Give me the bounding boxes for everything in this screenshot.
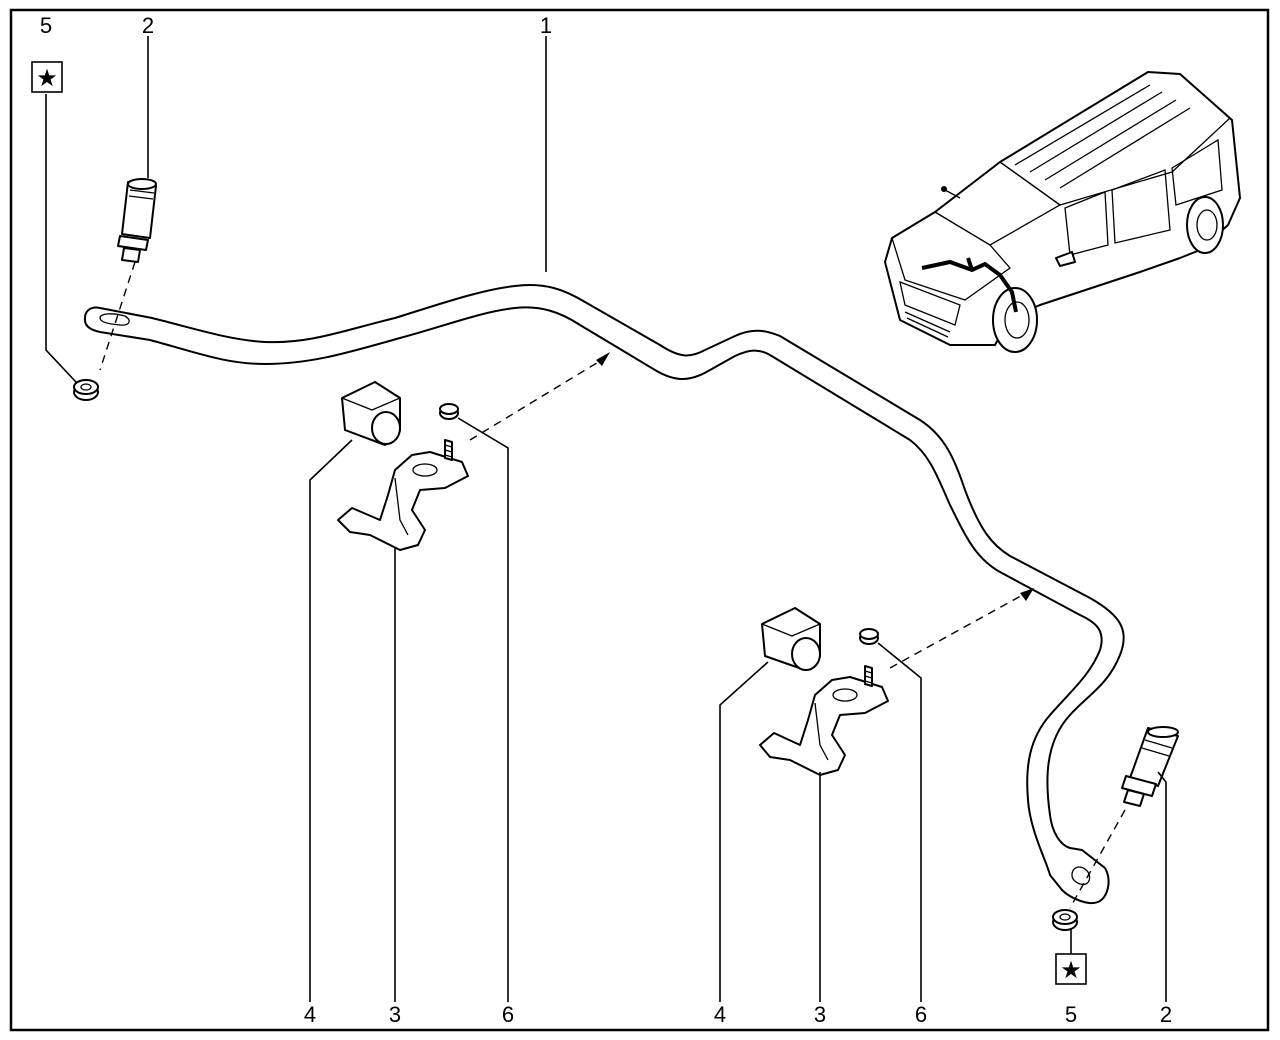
car-rear-window <box>1111 169 1171 244</box>
diagram-frame <box>9 8 1270 1032</box>
nut-right <box>1052 909 1078 931</box>
clamp-right <box>759 676 889 776</box>
car-stabilizer-highlight <box>921 259 1018 313</box>
link-rod-right-collar <box>1121 775 1157 797</box>
link-rod-left-stud <box>121 247 141 263</box>
car-side-window <box>1171 138 1223 206</box>
car-front-wheel <box>992 287 1038 353</box>
callout-4-left: 4 <box>304 1002 316 1027</box>
assembly-line-right-link <box>1069 809 1126 909</box>
bolt-left <box>439 403 459 461</box>
clamp-left <box>337 451 469 551</box>
callout-1: 1 <box>540 13 552 38</box>
callout-6-left: 6 <box>502 1002 514 1027</box>
car-hood <box>891 211 1011 301</box>
bolt-right <box>859 628 879 687</box>
anti-roll-bar <box>83 284 1125 904</box>
callout-5-left: 5 <box>40 13 52 38</box>
assembly-line-right-clamp <box>889 591 1029 669</box>
leader-5-left <box>45 94 77 383</box>
callout-3-right: 3 <box>814 1002 826 1027</box>
star-symbol-left: ★ <box>36 64 58 92</box>
leader-2-right <box>1157 771 1167 1002</box>
bushing-right <box>761 607 821 671</box>
callout-6-right: 6 <box>915 1002 927 1027</box>
car-front-window <box>1064 191 1109 256</box>
leader-4-right <box>719 661 769 1002</box>
leader-6-left <box>457 417 509 1002</box>
callout-3-left: 3 <box>389 1002 401 1027</box>
link-rod-left-collar <box>117 235 149 251</box>
arrowhead-left <box>596 352 610 366</box>
callout-2-right: 2 <box>1160 1002 1172 1027</box>
callout-4-right: 4 <box>714 1002 726 1027</box>
star-box-left <box>31 61 63 93</box>
link-rod-right <box>1121 726 1179 807</box>
car-rear-wheel <box>1186 196 1224 254</box>
bar-left-eye <box>99 313 130 326</box>
car-mirror <box>1055 251 1076 267</box>
car-roof-rails <box>1014 84 1191 189</box>
car-grille <box>899 280 961 326</box>
assembly-line-left-clamp <box>469 357 606 441</box>
link-rod-right-stud <box>1123 789 1145 807</box>
star-symbol-right: ★ <box>1060 956 1082 984</box>
stabilizer-bar-body <box>83 284 1125 904</box>
nut-left <box>73 379 99 401</box>
callout-5-right: 5 <box>1065 1002 1077 1027</box>
assembly-line-left-link <box>99 261 136 371</box>
star-box-right <box>1055 953 1087 985</box>
link-rod-left <box>117 178 157 263</box>
leader-4-left <box>309 439 353 1002</box>
vehicle-illustration <box>884 71 1241 353</box>
car-bumper-lines <box>904 311 951 338</box>
bar-right-eye <box>1071 866 1091 886</box>
bushing-left <box>341 381 401 446</box>
arrowhead-right <box>1020 588 1034 601</box>
leader-6-right <box>877 642 922 1002</box>
link-rod-left-body <box>121 181 157 239</box>
callout-2-left: 2 <box>142 13 154 38</box>
car-body <box>884 71 1241 346</box>
car-antenna <box>944 189 961 199</box>
